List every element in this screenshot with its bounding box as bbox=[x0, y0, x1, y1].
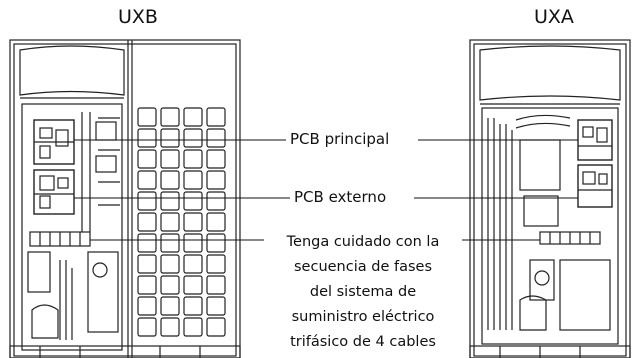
grille-cell bbox=[137, 233, 157, 253]
grille-cell bbox=[183, 275, 203, 295]
grille-cell bbox=[160, 233, 180, 253]
grille-cell bbox=[160, 191, 180, 211]
grille-cell bbox=[206, 275, 226, 295]
warning-line-2: secuencia de fases bbox=[294, 259, 432, 275]
phase-sequence-warning: Tenga cuidado con la secuencia de fases … bbox=[252, 230, 474, 355]
grille-cell bbox=[183, 254, 203, 274]
grille-cell bbox=[137, 317, 157, 337]
callout-leaders bbox=[74, 139, 578, 241]
uxa-outdoor-unit bbox=[469, 39, 631, 358]
uxb-main-pcb bbox=[33, 119, 75, 165]
grille-cell bbox=[160, 254, 180, 274]
grille-cell bbox=[137, 191, 157, 211]
warning-line-4: suministro eléctrico bbox=[291, 309, 435, 325]
grille-cell bbox=[183, 212, 203, 232]
grille-cell bbox=[137, 149, 157, 169]
uxb-grille bbox=[137, 107, 226, 337]
unit-title-uxa: UXA bbox=[534, 6, 574, 28]
grille-cell bbox=[206, 170, 226, 190]
uxb-external-pcb bbox=[33, 169, 75, 215]
external-pcb-label: PCB externo bbox=[290, 188, 391, 206]
grille-cell bbox=[160, 170, 180, 190]
grille-cell bbox=[206, 191, 226, 211]
grille-cell bbox=[206, 149, 226, 169]
grille-cell bbox=[160, 107, 180, 127]
grille-cell bbox=[183, 296, 203, 316]
unit-title-uxb: UXB bbox=[118, 6, 158, 28]
grille-cell bbox=[183, 191, 203, 211]
uxb-outdoor-unit bbox=[9, 39, 241, 358]
grille-cell bbox=[206, 212, 226, 232]
grille-cell bbox=[206, 296, 226, 316]
uxa-main-pcb bbox=[577, 119, 613, 161]
grille-cell bbox=[183, 170, 203, 190]
grille-cell bbox=[137, 296, 157, 316]
grille-cell bbox=[183, 317, 203, 337]
grille-cell bbox=[160, 296, 180, 316]
grille-cell bbox=[137, 170, 157, 190]
grille-cell bbox=[137, 254, 157, 274]
grille-cell bbox=[160, 317, 180, 337]
grille-cell bbox=[160, 149, 180, 169]
grille-cell bbox=[206, 128, 226, 148]
grille-cell bbox=[160, 128, 180, 148]
grille-cell bbox=[160, 212, 180, 232]
grille-cell bbox=[137, 128, 157, 148]
grille-cell bbox=[206, 233, 226, 253]
grille-cell bbox=[206, 317, 226, 337]
warning-line-5: trifásico de 4 cables bbox=[290, 334, 436, 350]
grille-cell bbox=[137, 275, 157, 295]
warning-line-3: del sistema de bbox=[309, 284, 417, 300]
grille-cell bbox=[183, 233, 203, 253]
grille-cell bbox=[183, 149, 203, 169]
grille-cell bbox=[206, 254, 226, 274]
uxa-external-pcb bbox=[577, 164, 613, 208]
grille-cell bbox=[137, 107, 157, 127]
grille-cell bbox=[183, 107, 203, 127]
grille-cell bbox=[206, 107, 226, 127]
grille-cell bbox=[137, 212, 157, 232]
warning-line-1: Tenga cuidado con la bbox=[286, 234, 440, 250]
grille-cell bbox=[183, 128, 203, 148]
main-pcb-label: PCB principal bbox=[286, 130, 394, 148]
grille-cell bbox=[160, 275, 180, 295]
